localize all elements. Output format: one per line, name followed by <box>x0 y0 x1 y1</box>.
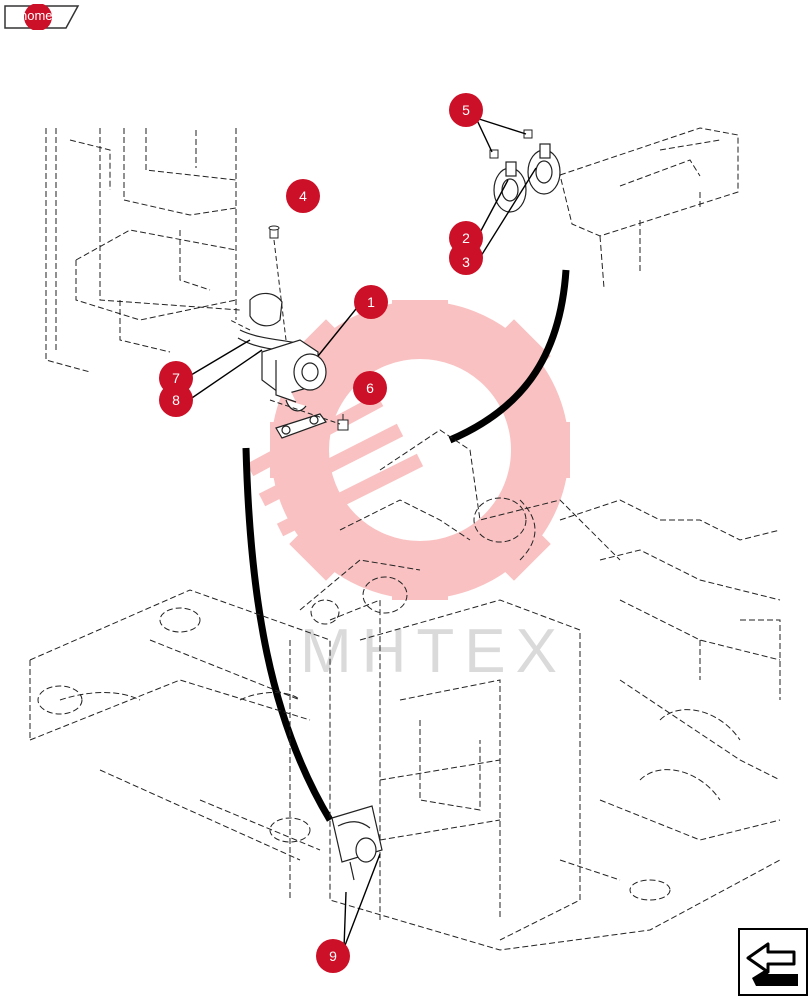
mounting-plate-drawing <box>275 413 327 439</box>
callout-8: 8 <box>159 383 193 417</box>
callout-1: 1 <box>354 285 388 319</box>
watermark-text: MHTEX <box>300 617 567 686</box>
upper-right-frame-drawing <box>559 127 739 289</box>
callout-6: 6 <box>353 371 387 405</box>
callout-2: 2 <box>449 221 483 255</box>
svg-text:8: 8 <box>172 392 180 408</box>
callout-leaders <box>185 117 537 949</box>
svg-text:2: 2 <box>462 230 470 246</box>
svg-text:5: 5 <box>462 102 470 118</box>
machine-frame-drawing <box>29 429 781 951</box>
svg-text:7: 7 <box>172 370 180 386</box>
arrow-icon <box>738 928 808 996</box>
callout-4: 4 <box>286 179 320 213</box>
svg-text:4: 4 <box>299 188 307 204</box>
svg-text:6: 6 <box>366 380 374 396</box>
home-button[interactable]: home <box>4 4 80 30</box>
relay-assembly-part-1 <box>237 292 327 412</box>
svg-text:1: 1 <box>367 294 375 310</box>
callout-9: 9 <box>316 939 350 973</box>
home-tab-shape <box>4 4 80 30</box>
horn-parts-2-3 <box>493 143 561 213</box>
bolt-part-6 <box>337 414 349 431</box>
next-page-button[interactable] <box>738 928 808 996</box>
upper-left-bracket-drawing <box>45 128 241 373</box>
watermark-gear-logo <box>246 300 570 600</box>
svg-text:9: 9 <box>329 948 337 964</box>
svg-text:3: 3 <box>462 254 470 270</box>
leader-curves <box>242 269 570 822</box>
bolt-part-4 <box>268 225 280 239</box>
home-label: home <box>20 8 53 23</box>
lower-relay-assembly <box>331 805 383 881</box>
installation-guide-lines <box>229 239 341 425</box>
callout-5: 5 <box>449 93 483 127</box>
